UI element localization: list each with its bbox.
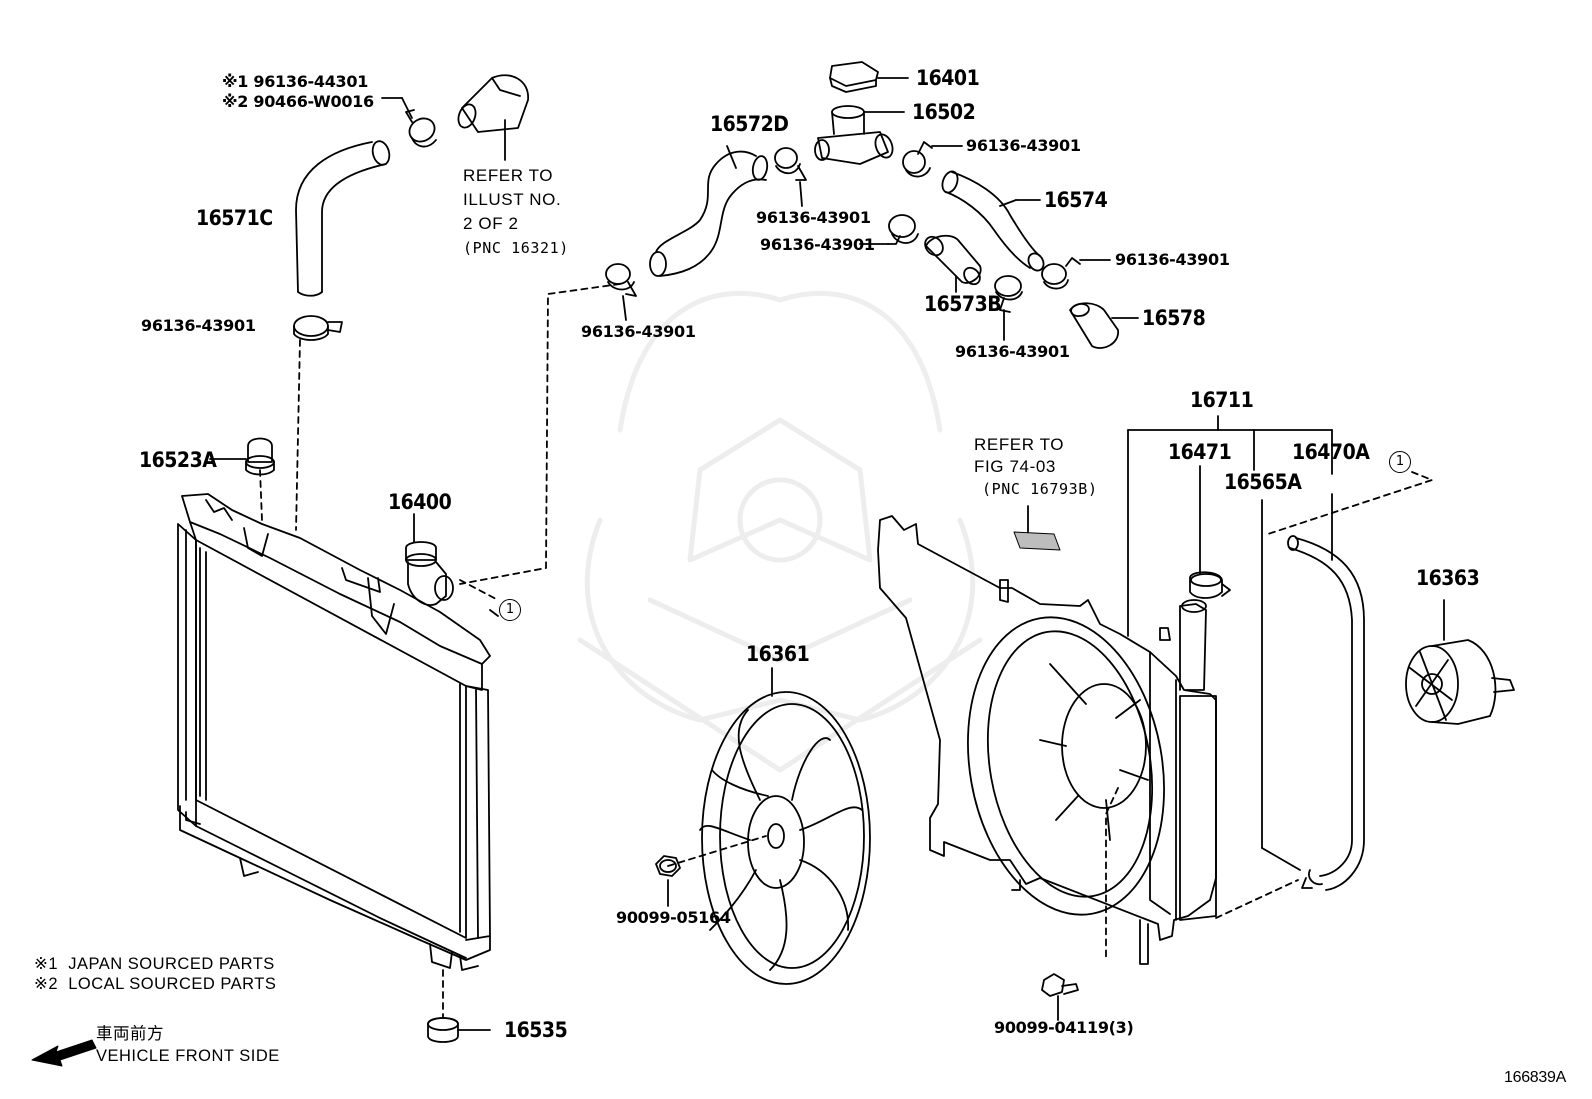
part-label-90466-w0016[interactable]: ※2 90466-W0016 — [222, 92, 374, 111]
refer-fig-line2: FIG 74-03 — [974, 457, 1056, 476]
part-label-16571c[interactable]: 16571C — [196, 206, 273, 230]
dash-line-fan-nut — [667, 835, 767, 867]
hose-16571c-drawing — [293, 97, 437, 341]
refer-fig-note: REFER TO FIG 74-03 (PNC 16793B) — [974, 434, 1098, 500]
part-label-96136-43901-e[interactable]: 96136-43901 — [760, 235, 875, 254]
part-label-16574[interactable]: 16574 — [1044, 188, 1108, 212]
part-label-96136-43901-a[interactable]: 96136-43901 — [141, 316, 256, 335]
bolt-90099-04119-drawing — [1041, 973, 1079, 1021]
refer-illust-note: REFER TO ILLUST NO. 2 OF 2 (PNC 16321) — [463, 164, 569, 260]
dash-line-to-connector — [459, 283, 621, 585]
fan-blade-16361-drawing — [699, 667, 871, 985]
refer-illust-line3: 2 OF 2 — [463, 214, 519, 233]
part-label-96136-44301[interactable]: ※1 96136-44301 — [222, 72, 369, 91]
refer-illust-line1: REFER TO — [463, 166, 554, 185]
hose-16573b-drawing — [859, 214, 1023, 341]
part-label-96136-43901-g[interactable]: 96136-43901 — [1115, 250, 1230, 269]
note1-text: JAPAN SOURCED PARTS — [68, 955, 275, 973]
part-label-16573b[interactable]: 16573B — [924, 292, 1002, 316]
fan-shroud-16711-drawing — [877, 515, 1217, 965]
cap-16471-drawing — [1189, 571, 1231, 599]
part-label-16470a[interactable]: 16470A — [1292, 440, 1370, 464]
refer-illust-line2: ILLUST NO. — [463, 190, 562, 209]
note-japan-sourced: ※1 JAPAN SOURCED PARTS — [34, 956, 275, 973]
direction-en-label: VEHICLE FRONT SIDE — [96, 1047, 280, 1065]
note1-mark: ※1 — [34, 955, 59, 973]
direction-jp-label: 車両前方 — [96, 1025, 164, 1043]
part-label-96136-43901-d[interactable]: 96136-43901 — [966, 136, 1081, 155]
part-label-96136-43901-c[interactable]: 96136-43901 — [756, 208, 871, 227]
part-label-16523a[interactable]: 16523A — [139, 448, 217, 472]
part-label-16572d[interactable]: 16572D — [710, 112, 789, 136]
refer-fig-line1: REFER TO — [974, 435, 1065, 454]
refer-fig-line3: (PNC 16793B) — [982, 480, 1098, 498]
part-label-16535[interactable]: 16535 — [504, 1018, 568, 1042]
hose-16578-drawing — [1041, 257, 1139, 349]
dash-line-cap — [259, 469, 263, 521]
part-label-90099-04119[interactable]: 90099-04119(3) — [994, 1018, 1134, 1037]
part-label-16471[interactable]: 16471 — [1168, 440, 1232, 464]
dash-line-shroud-bolt — [1105, 787, 1119, 961]
hose-16574-drawing — [941, 170, 1045, 272]
part-label-96136-43901-b[interactable]: 96136-43901 — [581, 322, 696, 341]
note-local-sourced: ※2 LOCAL SOURCED PARTS — [34, 976, 276, 993]
part-label-16363[interactable]: 16363 — [1416, 566, 1480, 590]
diagram-id: 166839A — [1504, 1069, 1566, 1086]
part-label-90099-05164[interactable]: 90099-05164 — [616, 908, 731, 927]
watermark-emblem — [577, 290, 983, 773]
fan-motor-16363-drawing — [1405, 599, 1515, 725]
part-label-16502[interactable]: 16502 — [912, 100, 976, 124]
connector-marker-left: 1 — [499, 599, 521, 621]
part-label-96136-43901-f[interactable]: 96136-43901 — [955, 342, 1070, 361]
tee-fitting-16502-drawing — [814, 105, 963, 178]
bracket-16711 — [1127, 415, 1333, 871]
part-label-16400[interactable]: 16400 — [388, 490, 452, 514]
radiator-drawing — [177, 493, 491, 971]
hose-16572d-drawing — [605, 145, 807, 321]
front-arrow-icon — [31, 1039, 97, 1067]
part-label-16361[interactable]: 16361 — [746, 642, 810, 666]
note2-mark: ※2 — [34, 975, 59, 993]
outlet-fitting-drawing — [457, 74, 529, 161]
dash-line-upper-hose — [295, 339, 301, 531]
nut-90099-05164-drawing — [655, 855, 681, 907]
part-label-16711[interactable]: 16711 — [1190, 388, 1254, 412]
cap-16401-drawing — [829, 61, 909, 93]
dash-line-connector-right — [1267, 471, 1433, 535]
part-label-16578[interactable]: 16578 — [1142, 306, 1206, 330]
part-label-16401[interactable]: 16401 — [916, 66, 980, 90]
mount-16535-drawing — [427, 1017, 491, 1043]
connector-marker-right: 1 — [1389, 451, 1411, 473]
drain-cap-16523a-drawing — [209, 437, 275, 476]
note2-text: LOCAL SOURCED PARTS — [68, 975, 277, 993]
connector-marker-1-left-leader — [489, 609, 499, 617]
refer-part-block — [1013, 531, 1061, 551]
part-label-16565a[interactable]: 16565A — [1224, 470, 1302, 494]
refer-illust-line4: (PNC 16321) — [463, 239, 569, 257]
reservoir-hose-16470a-drawing — [1287, 535, 1365, 891]
